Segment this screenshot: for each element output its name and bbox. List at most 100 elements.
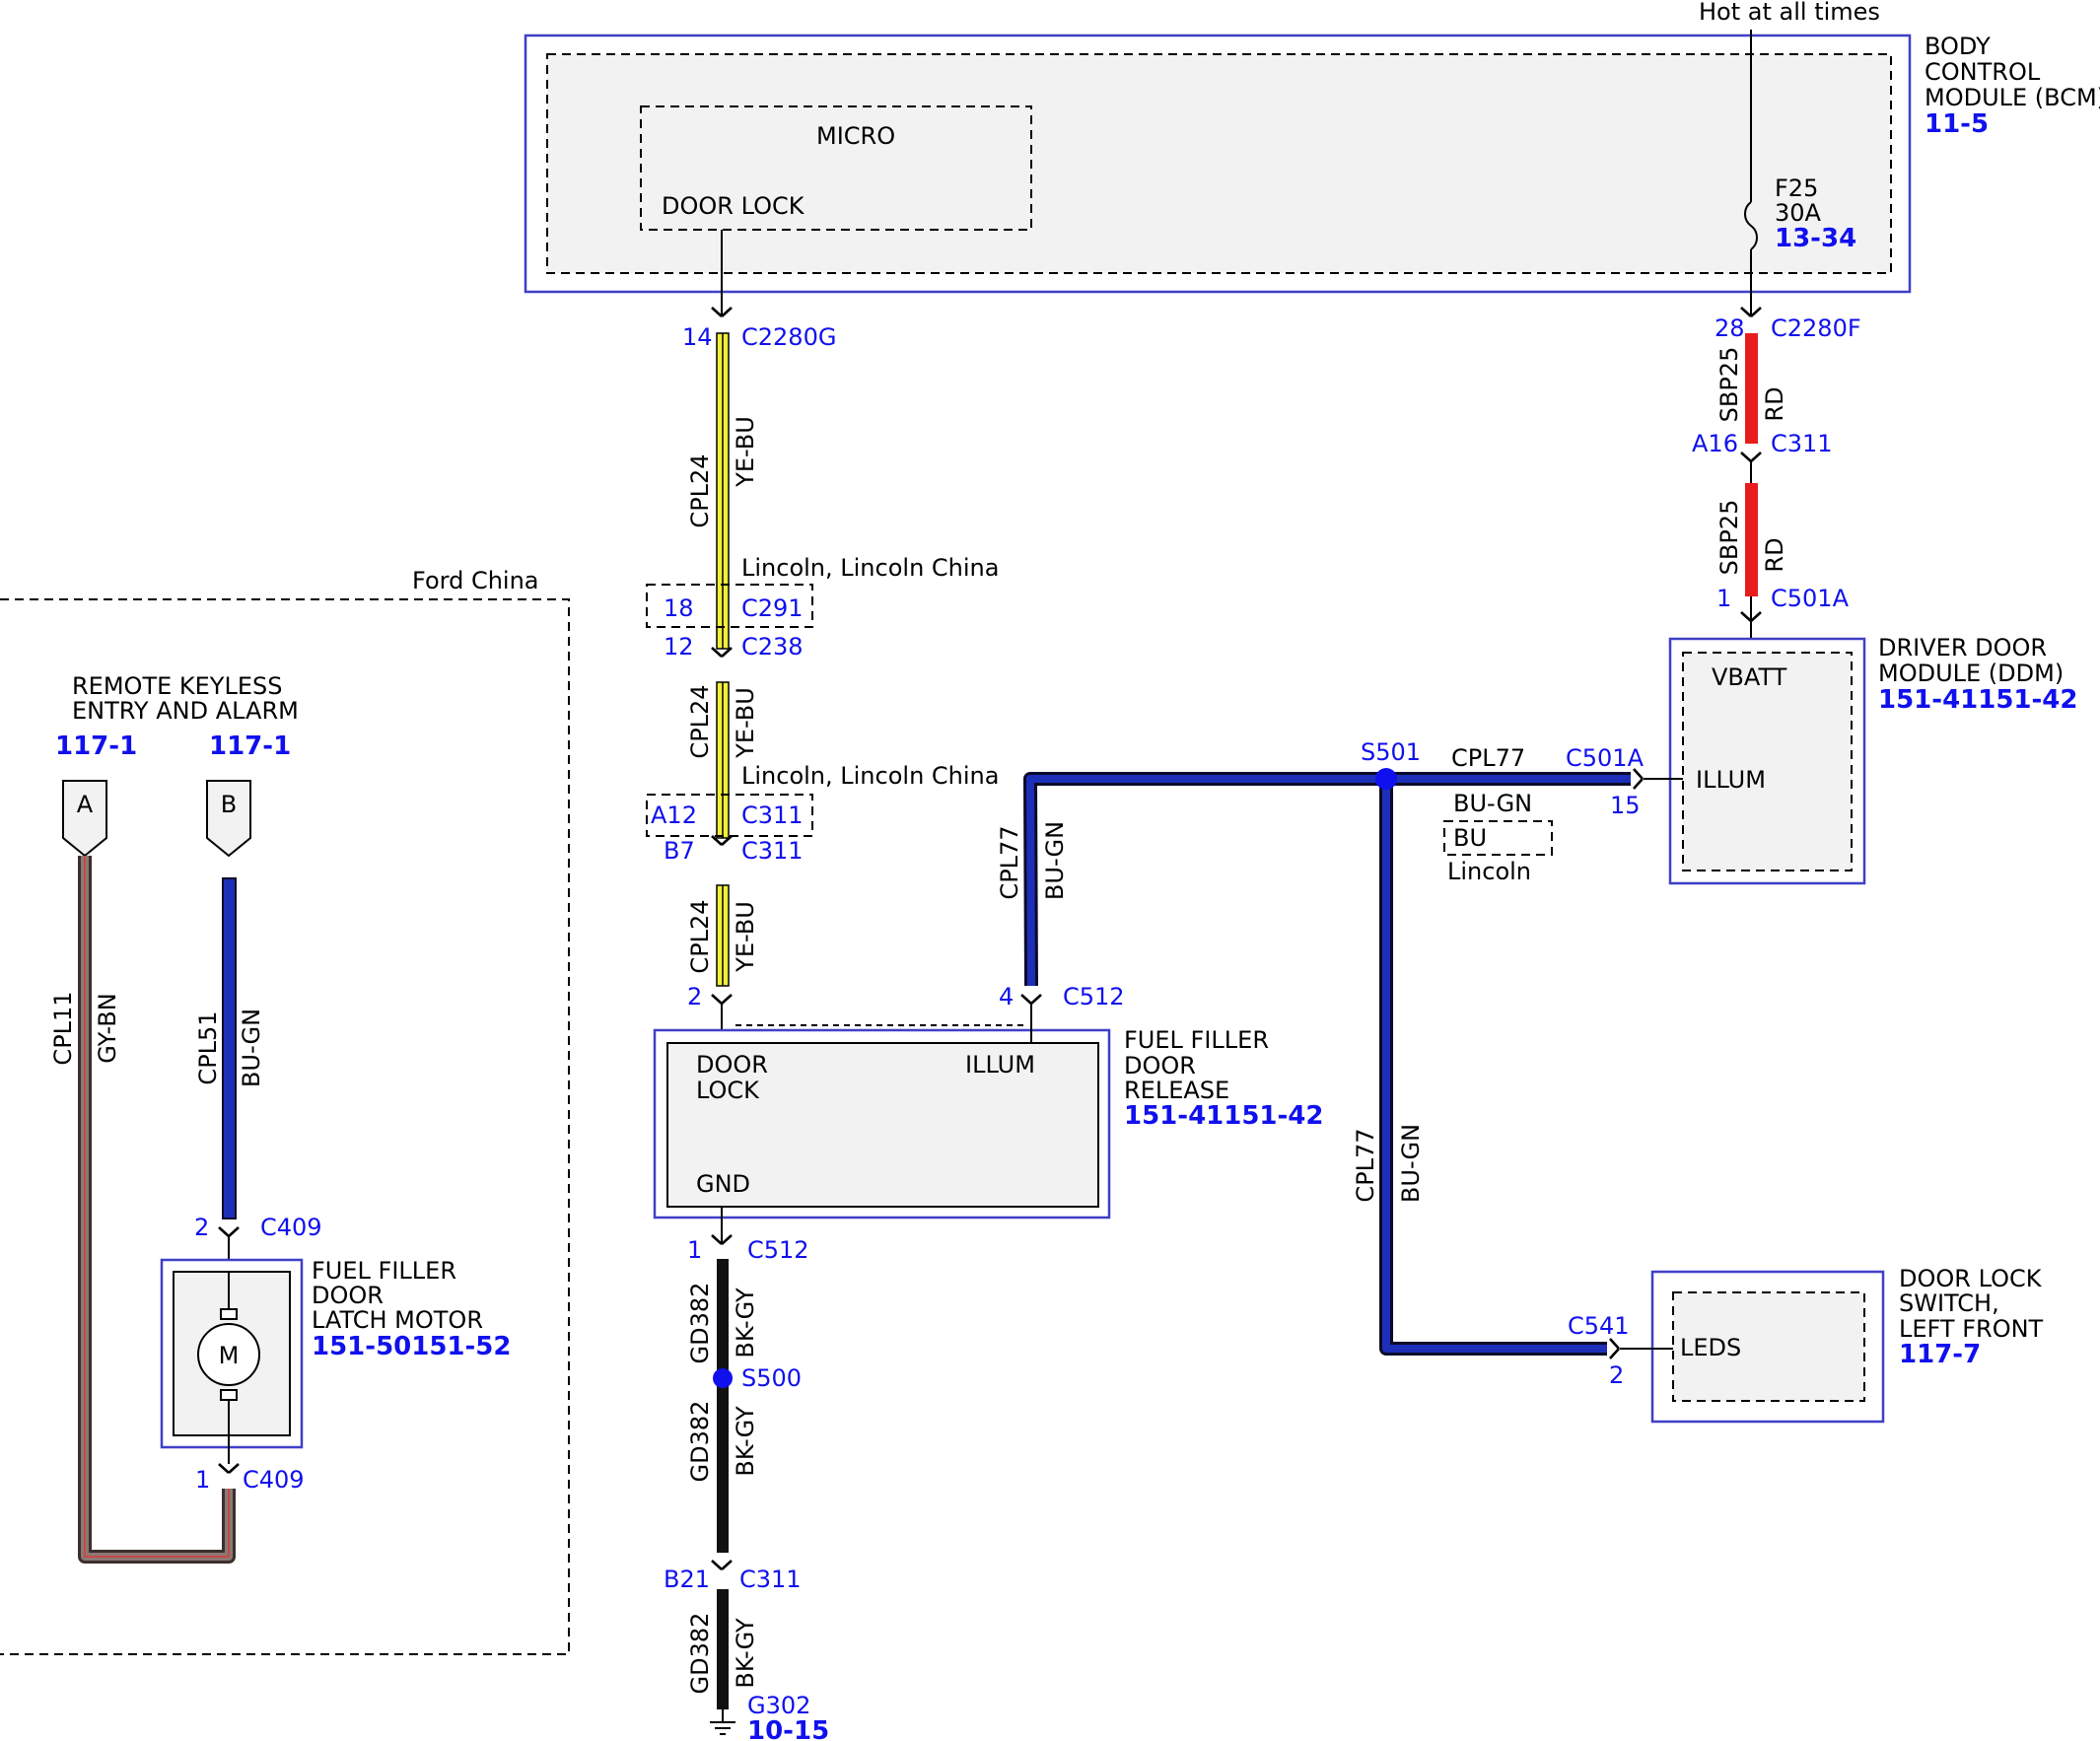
ffd-door-label-1: DOOR [696,1051,768,1079]
ford-china-label: Ford China [412,567,539,594]
connector-c409-bottom: C409 [243,1466,305,1494]
gd382-label-2: GD382 [686,1401,714,1483]
sbp25-power-circuit: 28 C2280F SBP25 RD A16 C311 SBP25 RD 1 C… [1692,306,1861,665]
ffd-ref-link[interactable]: 151-41151-42 [1124,1101,1324,1131]
ddm-name-line1: DRIVER DOOR [1878,634,2047,662]
pin-2-ffd: 2 [687,983,702,1010]
ffd-name-line1: FUEL FILLER [1124,1026,1269,1054]
driver-door-module: VBATT ILLUM DRIVER DOOR MODULE (DDM) 151… [1668,634,2078,885]
motor-name-line1: FUEL FILLER [312,1257,456,1285]
ground-icon [710,1709,735,1735]
motor-icon [197,1323,260,1386]
cpl77-label-dls: CPL77 [1352,1128,1379,1202]
fuse-ref-link[interactable]: 13-34 [1775,224,1856,253]
cpl51-label: CPL51 [194,1010,222,1084]
flag-b-icon [206,780,251,858]
bu-alt-color-label: BU [1453,824,1487,852]
motor-symbol: M [219,1342,240,1369]
splice-s500 [713,1368,733,1388]
wire-cpl77-to-ffd [1023,772,1631,987]
cpl24-label-3: CPL24 [686,899,714,973]
pin-12: 12 [664,633,694,661]
ford-china-region: Ford China REMOTE KEYLESS ENTRY AND ALAR… [0,567,570,1655]
dls-name-line3: LEFT FRONT [1899,1315,2044,1343]
ddm-illum-label: ILLUM [1696,766,1766,794]
connector-c541: C541 [1568,1312,1630,1340]
flag-b-label: B [221,791,237,818]
bu-gn-label-dls: BU-GN [1397,1124,1425,1203]
wire-gd382-seg1 [717,1259,729,1553]
fuse-name: F25 [1775,174,1818,202]
door-lock-switch-module: LEDS C541 2 DOOR LOCK SWITCH, LEFT FRONT… [1568,1265,2044,1424]
pin-28: 28 [1715,314,1745,342]
bu-gn-label-ffd: BU-GN [1041,821,1069,900]
connector-c409-top: C409 [260,1214,322,1241]
splice-s501-label: S501 [1361,738,1421,766]
motor-name-line3: LATCH MOTOR [312,1306,483,1334]
connector-c311-a: C311 [741,801,804,829]
pin-2-dls: 2 [1609,1361,1624,1389]
bcm-name-line2: CONTROL [1925,58,2041,86]
connector-c2280f: C2280F [1771,314,1861,342]
pin-15: 15 [1610,792,1641,819]
gd382-label-1: GD382 [686,1283,714,1364]
ye-bu-label-1: YE-BU [732,416,759,488]
ground-ref-link[interactable]: 10-15 [747,1716,829,1741]
bu-gn-label-h: BU-GN [1453,790,1532,817]
cpl77-label-h: CPL77 [1451,744,1525,772]
fuse-rating: 30A [1775,199,1822,227]
bu-gn-label-cpl51: BU-GN [238,1009,265,1087]
connector-c311-b: C311 [741,837,804,865]
pin-1-c409: 1 [195,1466,210,1494]
pin-b7: B7 [664,837,695,865]
flag-a-icon [62,780,107,858]
wire-cpl11 [78,856,236,1564]
ffd-gnd-label: GND [696,1170,750,1198]
ddm-vbatt-label: VBATT [1712,663,1787,691]
bcm-ref-link[interactable]: 11-5 [1925,109,1989,139]
rd-label-1: RD [1761,386,1788,421]
connector-c311-power: C311 [1771,430,1833,457]
cpl24-label-2: CPL24 [686,684,714,758]
ye-bu-label-3: YE-BU [732,901,759,973]
ground-g302-label: G302 [747,1692,810,1719]
wire-gd382-seg2 [717,1589,729,1709]
bk-gy-label-2: BK-GY [732,1406,759,1477]
connector-c238: C238 [741,633,804,661]
gd382-ground-circuit: 1 C512 GD382 BK-GY S500 GD382 BK-GY B21 … [664,1207,829,1741]
fuse-symbol [1744,201,1758,250]
wire-cpl51 [222,877,237,1219]
gy-bn-label: GY-BN [94,993,121,1063]
rke-ref-b-link[interactable]: 117-1 [209,731,291,761]
sbp25-label-1: SBP25 [1715,347,1743,423]
motor-ref-link[interactable]: 151-50151-52 [312,1332,512,1361]
cpl24-label-1: CPL24 [686,453,714,527]
fuel-filler-door-release-module: DOOR LOCK ILLUM GND FUEL FILLER DOOR REL… [653,983,1324,1219]
rd-label-2: RD [1761,537,1788,572]
lincoln-note-1: Lincoln, Lincoln China [741,554,999,582]
cpl77-illum-circuit: S501 CPL77 C501A 15 BU-GN BU Lincoln CPL… [996,738,1683,1356]
sbp25-label-2: SBP25 [1715,500,1743,576]
rke-ref-a-link[interactable]: 117-1 [55,731,137,761]
bcm-name-line1: BODY [1925,33,1991,60]
splice-s500-label: S500 [741,1364,802,1392]
lincoln-alt-note: Lincoln [1447,858,1531,885]
pin-b21: B21 [664,1566,710,1593]
micro-label: MICRO [816,122,895,150]
dls-name-line2: SWITCH, [1899,1289,1999,1317]
bk-gy-label-1: BK-GY [732,1288,759,1358]
ddm-ref-link[interactable]: 151-41151-42 [1878,685,2078,715]
dls-ref-link[interactable]: 117-7 [1899,1340,1981,1369]
connector-c512-illum: C512 [1063,983,1125,1010]
splice-s501 [1375,768,1397,790]
ye-bu-label-2: YE-BU [732,687,759,759]
wire-sbp25-seg2 [1745,483,1758,596]
connector-c291: C291 [741,594,804,622]
cpl11-label: CPL11 [49,991,77,1065]
pin-1-c501a: 1 [1716,585,1731,612]
rke-line2: ENTRY AND ALARM [72,697,299,725]
connector-c2280g: C2280G [741,323,836,351]
rke-line1: REMOTE KEYLESS [72,672,282,700]
connector-c311-gnd: C311 [739,1566,802,1593]
